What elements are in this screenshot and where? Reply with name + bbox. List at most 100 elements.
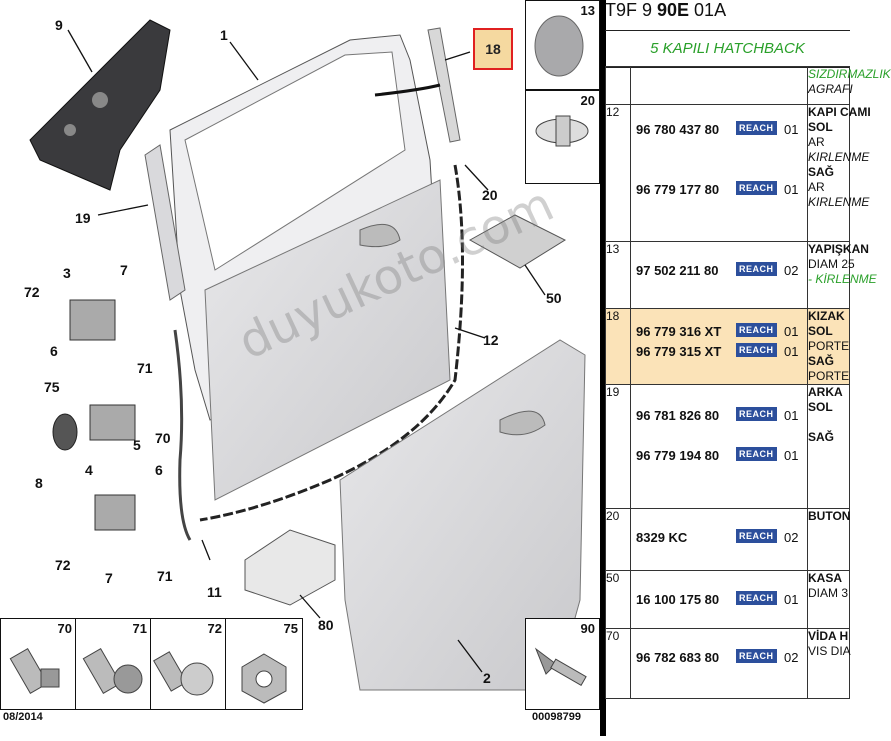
thumb-72[interactable]: 72	[150, 618, 227, 710]
part-number[interactable]: 8329 KC	[636, 530, 688, 545]
description-line: KIRLENME	[808, 150, 870, 164]
callout-71b: 71	[157, 568, 173, 584]
rivet-icon	[534, 647, 587, 687]
callout-1: 1	[220, 27, 228, 43]
callout-50: 50	[546, 290, 562, 306]
part-number[interactable]: 16 100 175 80	[636, 592, 720, 607]
reach-badge: REACH	[736, 323, 777, 337]
part-numbers-cell	[630, 66, 808, 105]
description-line: AGRAFI	[808, 82, 853, 96]
callout-18-highlight[interactable]: 18	[473, 28, 513, 70]
part-number-line[interactable]: 8329 KC REACH 02	[631, 527, 807, 547]
table-row[interactable]: 12 96 780 437 80 REACH 01 96 779 177 80 REACH…	[605, 104, 871, 242]
panel-separator	[600, 0, 606, 736]
table-row[interactable]: 20 8329 KC REACH 02 BUTON	[605, 508, 850, 571]
description-line: AR	[808, 135, 825, 149]
thumb-75[interactable]: 75	[225, 618, 303, 710]
part-number-line[interactable]: 96 779 315 XT REACH 01	[631, 341, 807, 361]
row-number: 13	[605, 241, 631, 309]
description-line: KAPI CAMI	[808, 105, 871, 119]
description-line: VİDA H	[808, 629, 849, 643]
row-number: 12	[605, 104, 631, 242]
reach-badge: REACH	[736, 343, 777, 357]
reference-code: T9F 9 90E 01A	[605, 0, 727, 20]
part-number[interactable]: 96 781 826 80	[636, 408, 720, 423]
part-number[interactable]: 96 782 683 80	[636, 650, 720, 665]
callout-8: 8	[35, 475, 43, 491]
callout-75: 75	[44, 379, 60, 395]
quantity: 01	[784, 122, 799, 137]
part-number[interactable]: 96 779 316 XT	[636, 324, 722, 339]
quantity: 01	[784, 344, 799, 359]
description-line: - KİRLENME	[808, 272, 877, 286]
row-number: 20	[605, 508, 631, 571]
part-number[interactable]: 96 779 177 80	[636, 182, 720, 197]
part-number-line[interactable]: 96 780 437 80 REACH 01	[631, 119, 807, 139]
thumb-90[interactable]: 90	[525, 618, 600, 710]
description-line: VIS DIA	[808, 644, 851, 658]
row-number: 50	[605, 570, 631, 629]
description-line: SAĞ	[808, 165, 835, 179]
reach-badge: REACH	[736, 447, 777, 461]
description-line: PORTE	[808, 339, 850, 353]
reach-badge: REACH	[736, 591, 777, 605]
part-number[interactable]: 97 502 211 80	[636, 263, 719, 278]
thumb-13[interactable]: 13	[525, 0, 600, 90]
description-line: SOL	[808, 120, 833, 134]
description-line: SIZDIRMAZLIK	[808, 67, 891, 81]
date-code: 08/2014	[3, 711, 43, 723]
plug-disc-icon	[534, 15, 584, 77]
description-line: DIAM 25	[808, 257, 855, 271]
reach-badge: REACH	[736, 181, 777, 195]
description-line: KIZAK	[808, 309, 845, 323]
parts-diagram: duyukoto.com 9 1 18 19 20 3 7 72 6 71 75…	[0, 0, 600, 723]
callout-80: 80	[318, 617, 334, 633]
push-clip-icon	[535, 115, 589, 147]
callout-7b: 7	[105, 570, 113, 586]
callout-6b: 6	[155, 462, 163, 478]
model-title: 5 KAPILI HATCHBACK	[605, 30, 850, 68]
description-cell: BUTON	[807, 508, 850, 571]
quantity: 02	[784, 530, 799, 545]
part-number[interactable]: 96 779 315 XT	[636, 344, 722, 359]
callout-5: 5	[133, 437, 141, 453]
description-line: SAĞ	[808, 354, 835, 368]
reach-badge: REACH	[736, 121, 777, 135]
callout-3: 3	[63, 265, 71, 281]
thumb-20[interactable]: 20	[525, 90, 600, 184]
part-number[interactable]: 96 779 194 80	[636, 448, 720, 463]
part-number[interactable]: 96 780 437 80	[636, 122, 720, 137]
callout-7: 7	[120, 262, 128, 278]
description-line	[808, 415, 849, 430]
description-line: PORTE	[808, 369, 850, 383]
reach-badge: REACH	[736, 407, 777, 421]
thumb-71[interactable]: 71	[75, 618, 152, 710]
nut-icon	[241, 653, 287, 704]
reach-badge: REACH	[736, 529, 777, 543]
thumb-70[interactable]: 70	[0, 618, 77, 710]
screw-icon	[9, 647, 60, 695]
description-line: SAĞ	[808, 430, 835, 444]
